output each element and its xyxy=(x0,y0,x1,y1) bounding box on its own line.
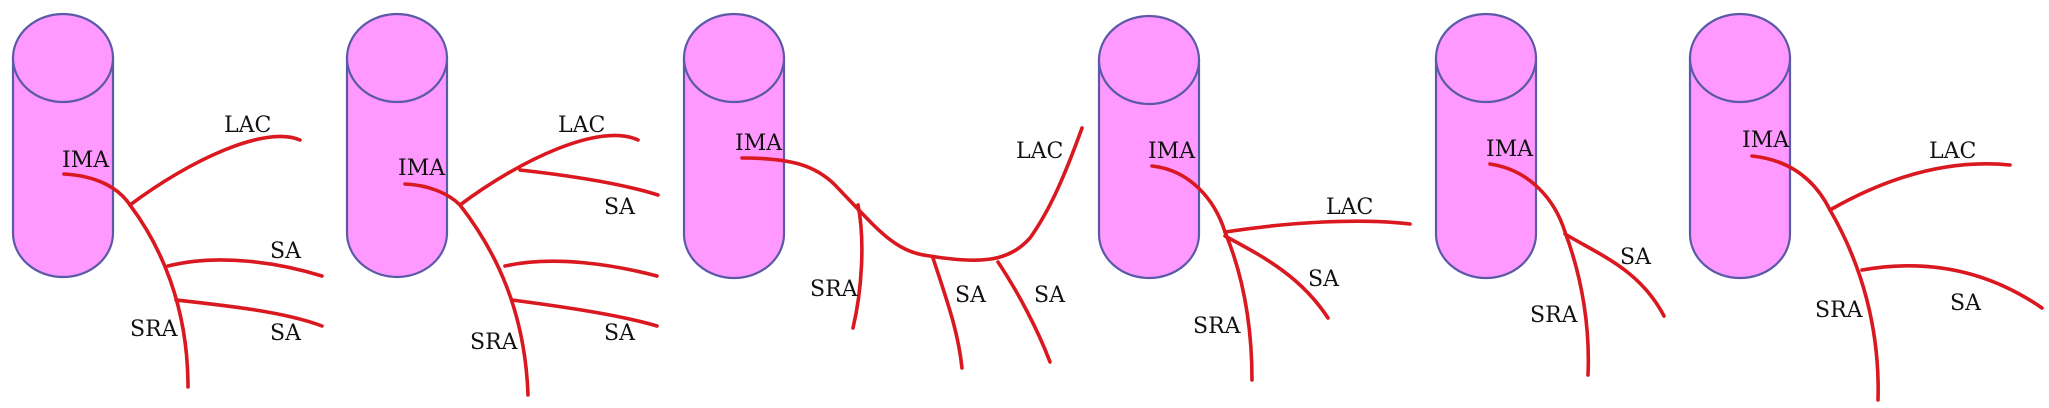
ima-label: IMA xyxy=(1486,137,1534,162)
sra-label: SRA xyxy=(1815,298,1864,323)
panel-6: IMA LAC SA SRA xyxy=(1688,12,2044,402)
ima-vessel xyxy=(403,182,462,207)
sa-label-left: SA xyxy=(955,283,987,308)
sra-label: SRA xyxy=(130,317,179,342)
aorta-cylinder xyxy=(1688,12,1792,280)
lac-label: LAC xyxy=(1326,195,1373,220)
sa-vessel-upper xyxy=(166,258,324,278)
aorta-cylinder xyxy=(345,12,449,279)
sra-vessel xyxy=(1223,230,1254,382)
lac-vessel xyxy=(128,134,302,207)
sa-label: SA xyxy=(1308,267,1340,292)
lac-label: LAC xyxy=(224,113,271,138)
sra-vessel xyxy=(128,203,190,389)
ima-label: IMA xyxy=(62,148,110,173)
lac-label: LAC xyxy=(1016,139,1063,164)
lac-vessel xyxy=(458,133,640,207)
panel-3: IMA LAC SRA SA SA xyxy=(682,12,1084,370)
panel-4: IMA LAC SA SRA xyxy=(1097,14,1412,382)
sa-label: SA xyxy=(1950,291,1982,316)
ima-vessel xyxy=(740,126,1084,262)
sa-label: SA xyxy=(1620,245,1652,270)
panel-5: IMA SA SRA xyxy=(1434,12,1666,377)
sa-label-upper: SA xyxy=(270,239,302,264)
ima-vessel xyxy=(1750,154,1832,212)
sa-vessel-lower xyxy=(174,298,324,328)
lac-vessel xyxy=(1828,162,2012,212)
lac-label: LAC xyxy=(558,113,605,138)
lac-label: LAC xyxy=(1929,139,1976,164)
sa-vessel-upper xyxy=(503,259,659,278)
ima-label: IMA xyxy=(398,156,446,181)
sra-label: SRA xyxy=(1530,303,1579,328)
sra-vessel xyxy=(458,203,530,397)
ima-label: IMA xyxy=(1742,128,1790,153)
sra-label: SRA xyxy=(470,330,519,355)
ima-vessel xyxy=(1150,164,1227,234)
sa-vessel-top xyxy=(518,168,660,197)
panel-2: IMA LAC SA SA SRA xyxy=(345,12,660,397)
sa-vessel-right xyxy=(996,260,1052,364)
aorta-cylinder xyxy=(1434,12,1538,280)
aorta-cylinder xyxy=(1097,14,1201,280)
aorta-cylinder xyxy=(11,12,115,279)
sa-label-upper: SA xyxy=(604,195,636,220)
sra-vessel xyxy=(1828,208,1880,402)
ima-label: IMA xyxy=(735,131,783,156)
sa-vessel xyxy=(1860,264,2044,310)
ima-label: IMA xyxy=(1148,139,1196,164)
sa-vessel-lower xyxy=(510,298,659,328)
sra-vessel xyxy=(851,203,864,330)
sa-label-right: SA xyxy=(1034,283,1066,308)
sa-vessel xyxy=(1563,232,1666,318)
sa-label-lower: SA xyxy=(270,321,302,346)
sa-label-lower: SA xyxy=(604,321,636,346)
sra-label: SRA xyxy=(1193,314,1242,339)
sa-vessel-left xyxy=(931,256,964,370)
ima-vessel xyxy=(62,172,132,207)
panel-1: IMA LAC SA SA SRA xyxy=(11,12,324,389)
aorta-cylinder xyxy=(682,12,786,280)
sra-label: SRA xyxy=(810,277,859,302)
sa-vessel xyxy=(1223,234,1330,320)
lac-vessel xyxy=(1223,219,1412,234)
sra-vessel xyxy=(1563,230,1591,377)
ima-vessel xyxy=(1488,162,1567,234)
